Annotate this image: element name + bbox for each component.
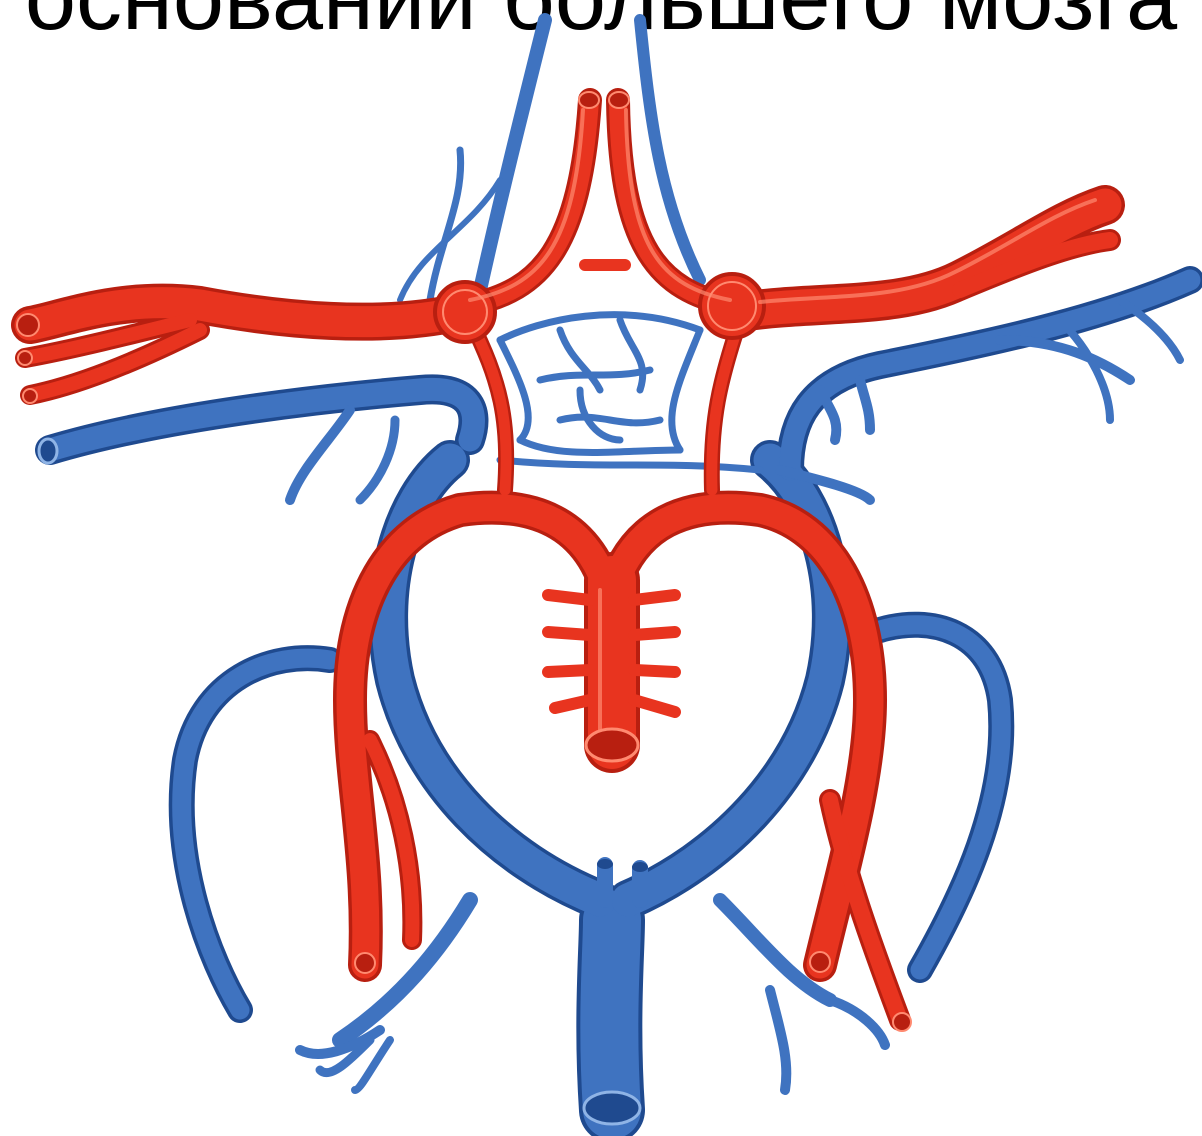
vein-branch-upper-left-2: [430, 150, 461, 300]
mca-opening-left-2: [18, 351, 32, 365]
vein-branch-lower-right-3: [830, 1000, 885, 1045]
basal-vein-opening-left: [39, 439, 57, 463]
sca-end-right: [893, 1013, 911, 1031]
pca-end-right: [810, 952, 830, 972]
great-vein-opening: [584, 1092, 640, 1124]
mca-opening-left-3: [23, 389, 37, 403]
vein-branch-left-1: [290, 410, 350, 500]
mca-opening-left-1: [17, 314, 39, 336]
vein-branch-left-2: [360, 420, 395, 500]
vein-stub-opening-2: [632, 862, 648, 872]
vein-branch-right-2: [860, 380, 870, 430]
aca-opening-left: [579, 92, 599, 108]
internal-carotid-right-lumen: [708, 282, 756, 330]
vein-stub-opening-1: [597, 859, 613, 869]
aca-opening-right: [609, 92, 629, 108]
basilar-opening: [586, 729, 638, 761]
vein-branch-lower-right-2: [770, 990, 786, 1090]
pca-end-left: [355, 953, 375, 973]
vein-branch-upper-left: [480, 20, 545, 290]
